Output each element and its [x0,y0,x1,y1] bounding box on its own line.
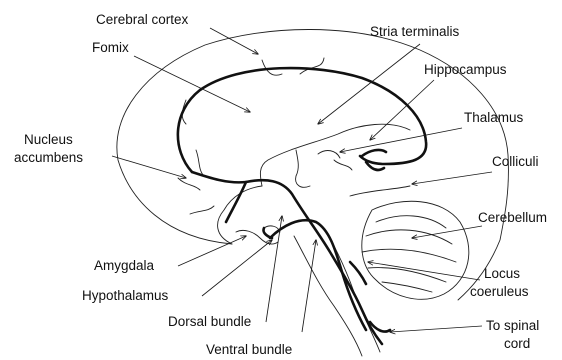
hypothalamus-branch-pathway [263,228,272,238]
cortical-sulcus [300,58,324,74]
midbrain-outline [350,186,410,196]
label-amygdala: Amygdala [94,258,155,273]
cortical-sulcus [196,150,204,176]
label-hypothalamus: Hypothalamus [82,288,169,303]
label-locus-coeruleus-line2: coeruleus [470,284,529,299]
cerebellum-fold [366,230,452,244]
label-to-spinal-cord-line1: To spinal [486,318,539,333]
arrow-colliculi [412,172,492,184]
label-locus-coeruleus-line1: Locus [484,266,520,281]
arrow-ventral-bundle [302,240,316,332]
brainstem-outline [294,236,362,356]
label-colliculi: Colliculi [492,154,539,169]
thalamus-outline [334,160,352,170]
label-nucleus-accumbens-line2: accumbens [14,150,83,165]
arrow-thalamus [340,128,462,152]
thalamus-outline [318,151,340,158]
label-hippocampus: Hippocampus [424,62,507,77]
accumbens-branch-pathway [226,182,246,222]
thalamus-outline [296,150,310,187]
label-to-spinal-cord-line2: cord [504,336,530,351]
arrow-hypothalamus [202,240,272,296]
fornix-loop-pathway [178,68,426,172]
cerebellum-fold [368,268,446,282]
arrow-locus-coeruleus [368,262,480,280]
cortical-sulcus [190,206,214,214]
cortical-sulcus [178,178,200,190]
arrow-fornix [134,56,250,112]
arrow-amygdala [178,236,246,266]
ventral-bundle-pathway [270,220,366,330]
cerebellum-fold [362,249,456,262]
label-nucleus-accumbens-line1: Nucleus [24,132,73,147]
label-ventral-bundle: Ventral bundle [206,342,292,357]
locus-coeruleus-pathway [350,262,366,284]
arrow-stria-terminalis [318,44,420,124]
cerebellum-fold [376,216,446,228]
arrow-dorsal-bundle [266,216,282,322]
corpus-callosum-outline [260,124,410,186]
label-stria-terminalis: Stria terminalis [370,24,460,39]
thalamus-branch-pathway [362,150,386,156]
brain-outline [117,29,509,356]
noradrenergic-pathway [178,68,426,344]
label-fornix: Fomix [92,40,129,55]
arrow-to-spinal-cord [390,326,482,332]
label-dorsal-bundle: Dorsal bundle [168,314,251,329]
label-thalamus: Thalamus [464,110,524,125]
label-cerebellum: Cerebellum [478,210,547,225]
label-cerebral-cortex: Cerebral cortex [96,12,189,27]
